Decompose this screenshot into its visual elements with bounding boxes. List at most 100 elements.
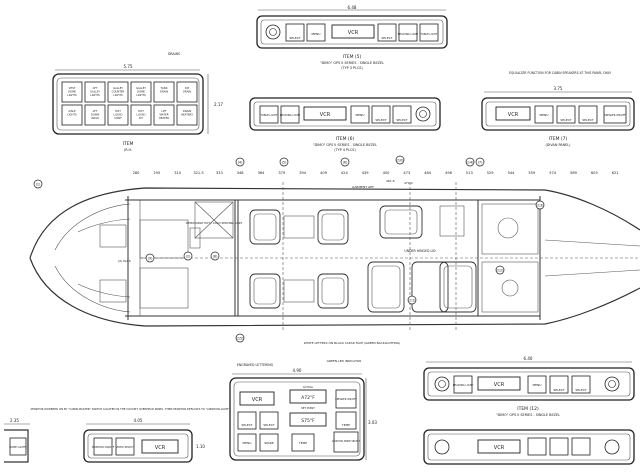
item2-bottom-row: AISLELIGHTSAFTDOWNWASHHOTLIQUIDCONTHOTLI… <box>61 104 198 126</box>
label-under-ledge: UNDER HINGED LID <box>404 249 436 253</box>
station-number: 409 <box>320 171 328 175</box>
item7-btn-0: VCR <box>508 112 519 118</box>
item2-bottom-button <box>61 104 83 126</box>
item6-qty: (TYP 4 PLCS) <box>334 148 356 152</box>
item2-sub: (R.H. <box>124 148 132 152</box>
callout-bubble <box>495 265 505 275</box>
item2-top-label: DOME <box>137 89 145 93</box>
station-number: 513 <box>466 171 473 175</box>
item7-dim: 3.75 <box>554 86 563 91</box>
callout-label: (2) <box>186 254 191 258</box>
callout-bubble <box>407 295 417 305</box>
item6-btn-3: MENU <box>356 113 365 117</box>
item2-top-label: GALLEY <box>113 86 123 90</box>
callout-label: (5) <box>282 160 287 164</box>
item2-top-label: LIGHTS <box>136 93 146 97</box>
label-ref2: 471.0 <box>404 181 413 185</box>
bottomleft-note: MONITOR POWERED ON BY "CABIN MASTER" SWI… <box>31 407 230 411</box>
callout-bubble <box>235 157 245 167</box>
item6-btn-4: SELECT <box>375 118 386 122</box>
item2-bottom-label: HEATERS <box>181 112 193 116</box>
item6-btn-2: VCR <box>320 112 331 118</box>
callout-label: (12) <box>497 268 505 272</box>
bottomleft-edge-btn: DOME LIGHTS <box>9 445 27 449</box>
station-number: 333 <box>216 171 223 175</box>
bottomleft-btn-1: VIDEO SELECT <box>116 445 135 449</box>
item2-top-label: GALLEY <box>90 89 100 93</box>
callout-bubbles: (1)(2)(4)(5)(6)(7)(8)(9)(10)(11)(12)(13)… <box>33 155 545 343</box>
item7-note: EQUALIZER FUNCTION FOR CABIN SPEAKERS AT… <box>509 71 611 75</box>
station-number: 484 <box>424 171 432 175</box>
item5-knob-left <box>265 24 281 40</box>
station-number: 348 <box>237 171 245 175</box>
callout-label: (9) <box>148 256 153 260</box>
center-dim: 4.90 <box>293 368 302 373</box>
item5-caption: ITEM (5) <box>343 54 362 60</box>
item12-knob-left <box>434 376 450 392</box>
item2-bottom-label: KIT <box>139 116 143 120</box>
item2-top-label: AFT <box>93 86 98 90</box>
item5-sub: "DIMO" GPS II SERIES - SINGLE BEZEL <box>320 61 384 65</box>
item2-bottom-label: LIGHTS <box>67 112 77 116</box>
callout-bubble <box>33 179 43 189</box>
callout-label: (11) <box>409 298 417 302</box>
station-number: 379 <box>278 171 286 175</box>
station-number: 450 <box>383 171 391 175</box>
item6-knob-right <box>415 106 431 122</box>
item6-btn-1: READING LIGHT <box>280 113 301 117</box>
callout-bubble <box>279 157 289 167</box>
item6-btn-5: SELECT <box>396 118 407 122</box>
station-number: 621 <box>612 171 619 175</box>
item2-bottom-button <box>153 104 175 126</box>
station-number: 280 <box>133 171 141 175</box>
item5-buttons: SELECT MENU VCR SELECT READING LIGHT TAB… <box>285 23 439 42</box>
label-cart: REMOVABLE HOT / COLD SERVING CART <box>186 221 242 225</box>
item12-caption: ITEM (12) <box>517 406 539 412</box>
callout-bubble <box>235 333 245 343</box>
item7-btn-2b: SELECT <box>582 118 593 122</box>
station-number: 498 <box>445 171 453 175</box>
station-number: 605 <box>591 171 598 175</box>
item2-top-button <box>176 81 198 103</box>
bottomleft-edge: 2.35 <box>10 418 19 423</box>
station-number: 394 <box>299 171 307 175</box>
item5-btn-3: SELECT <box>381 36 392 40</box>
station-number: 321.5 <box>193 171 203 175</box>
item5-btn-1: MENU <box>312 32 321 36</box>
item5-dim: 6.48 <box>348 5 357 10</box>
item2-bottom-label: DOWN <box>91 112 100 116</box>
center-row1-1: SPEAKER ON/OFF <box>335 397 357 401</box>
station-number: 574 <box>549 171 557 175</box>
item2-bottom-label: WATER <box>159 112 168 116</box>
item5-btn-4: READING LIGHT <box>398 32 419 36</box>
station-number: 589 <box>570 171 578 175</box>
item2-top-button <box>61 81 83 103</box>
callout-bubble <box>395 155 405 165</box>
item2-bottom-label: LIQUID <box>137 112 146 116</box>
center-row1-0: VCR <box>252 397 263 403</box>
callout-bubble <box>475 157 485 167</box>
station-number: 310 <box>174 171 182 175</box>
callout-label: (7) <box>478 160 483 164</box>
callout-label: (13) <box>537 203 545 207</box>
bottomleft-panel: MONITOR POWERED ON BY "CABIN MASTER" SWI… <box>4 407 230 463</box>
item7-btn-2: SELECT <box>560 118 571 122</box>
center-row2-1: SELECT <box>263 423 274 427</box>
item12-panel: 6.40 READING LIGHT VCR MENU SELECT SELEC… <box>423 356 635 465</box>
item2-top-button <box>153 81 175 103</box>
item7-caption: ITEM (7) <box>549 136 568 142</box>
callout-bubble <box>145 253 155 263</box>
plan-labels: REMOVABLE HOT / COLD SERVING CART UNDER … <box>118 179 436 263</box>
item2-bottom-label: HOT <box>138 109 144 113</box>
item2-top-label: LIGHTS <box>113 93 123 97</box>
station-number: 529 <box>487 171 495 175</box>
item2-bottom-button <box>130 104 152 126</box>
fuselage-plan <box>29 182 640 330</box>
callout-label: (1) <box>36 182 41 186</box>
item2-top-row: VESTDOMELIGHTSAFTGALLEYLIGHTSGALLEYCOUNT… <box>61 81 198 103</box>
item2-side: 2.17 <box>214 102 223 107</box>
callout-bubble <box>183 251 193 261</box>
item2-top-label: TANK <box>161 86 168 90</box>
